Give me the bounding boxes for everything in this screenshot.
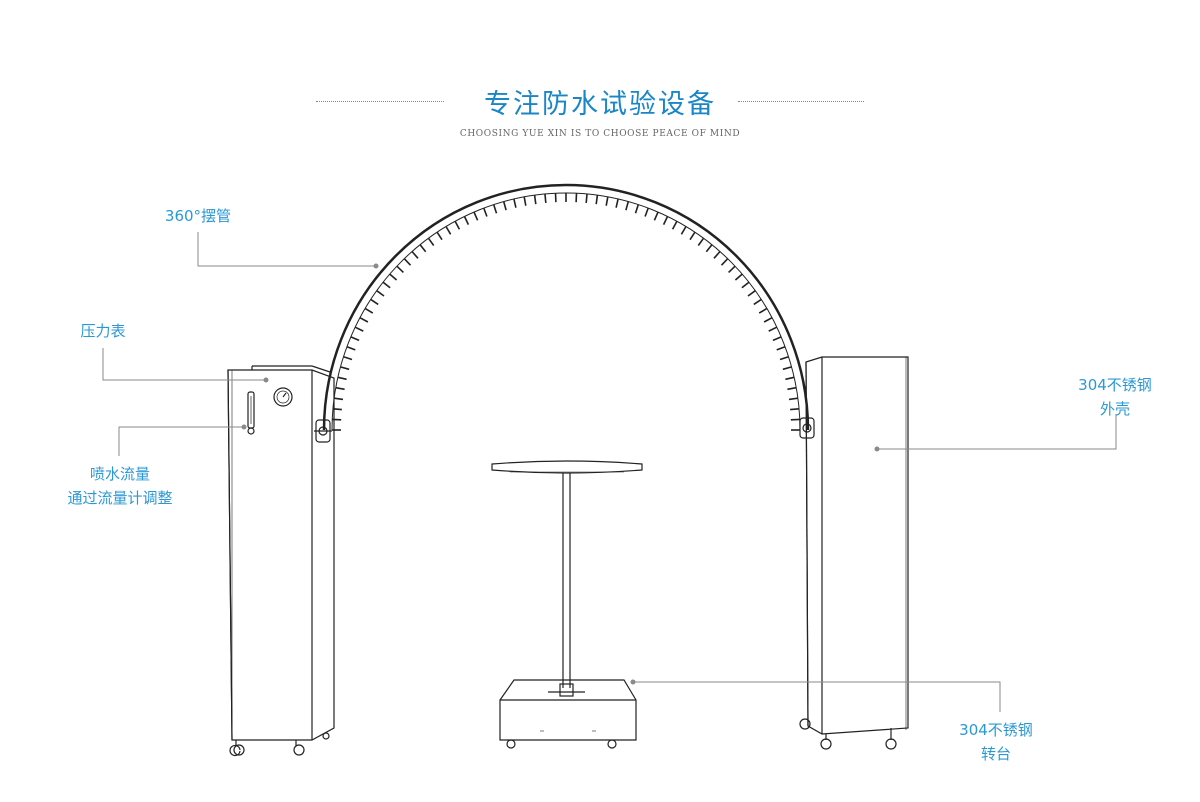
spray-nozzle xyxy=(680,226,687,235)
spray-nozzle xyxy=(644,207,649,217)
spray-nozzle xyxy=(697,237,705,246)
spray-nozzle xyxy=(776,345,786,351)
spray-nozzle xyxy=(625,201,630,211)
spray-nozzle xyxy=(713,250,721,259)
left-cabinet-casters xyxy=(229,732,330,757)
callout-swing-pipe: 360°摆管 xyxy=(164,207,232,225)
callout-shell-line1: 304不锈钢 xyxy=(1078,376,1152,394)
spray-nozzle xyxy=(523,196,527,206)
spray-nozzle xyxy=(741,281,750,289)
callout-turntable-line1: 304不锈钢 xyxy=(959,721,1033,739)
spray-nozzle xyxy=(359,316,369,323)
callout-shell-line2: 外壳 xyxy=(1099,400,1130,418)
callout-turntable-line2: 转台 xyxy=(980,745,1011,763)
title-divider-right xyxy=(738,101,864,102)
spray-nozzle xyxy=(350,336,360,342)
spray-nozzle xyxy=(533,194,537,205)
spray-nozzle xyxy=(753,298,762,306)
spray-nozzle xyxy=(333,397,344,401)
spray-nozzle xyxy=(364,307,374,314)
shell-leader xyxy=(877,414,1117,450)
swing-pipe-leader xyxy=(197,232,376,267)
page-subtitle: CHOOSING YUE XIN IS TO CHOOSE PEACE OF M… xyxy=(459,129,741,139)
spray-nozzle xyxy=(454,220,461,230)
pressure-gauge xyxy=(273,387,293,407)
spray-nozzle xyxy=(720,258,729,266)
spray-nozzle xyxy=(346,345,356,351)
title-divider-left xyxy=(316,101,444,102)
spray-nozzle xyxy=(492,204,498,214)
spray-nozzle xyxy=(790,408,800,411)
spray-nozzle xyxy=(763,316,773,323)
spray-nozzle xyxy=(671,220,678,230)
spray-nozzle xyxy=(411,250,419,259)
spray-nozzle xyxy=(728,265,736,273)
spray-nozzle xyxy=(615,198,619,208)
turntable-leader xyxy=(633,681,1001,712)
spray-nozzle xyxy=(705,244,713,253)
spray-nozzle xyxy=(419,244,427,253)
spray-nozzle xyxy=(337,376,347,381)
spray-nozzle xyxy=(354,326,364,332)
spray-nozzle xyxy=(634,204,640,214)
callout-flow-line2: 通过流量计调整 xyxy=(67,489,173,507)
spray-nozzle xyxy=(389,273,398,281)
spray-nozzle xyxy=(779,356,789,361)
spray-nozzle xyxy=(382,281,391,289)
spray-nozzle xyxy=(768,326,778,332)
page-title: 专注防水试验设备 xyxy=(484,89,716,120)
spray-nozzle xyxy=(376,290,385,297)
spray-nozzle xyxy=(662,216,669,225)
spray-nozzle xyxy=(335,386,345,391)
flow-meter xyxy=(247,391,255,435)
spray-nozzle xyxy=(483,207,488,217)
spray-nozzle xyxy=(502,201,507,211)
pressure-gauge-leader xyxy=(102,348,266,381)
spray-nozzle xyxy=(513,198,517,208)
left-pivot-bracket xyxy=(314,419,332,443)
spray-nozzle xyxy=(340,366,350,371)
spray-nozzle xyxy=(403,258,412,266)
spray-nozzle xyxy=(370,298,379,306)
spray-nozzle xyxy=(585,193,588,203)
leader-endpoints xyxy=(241,263,880,685)
spray-nozzle xyxy=(595,194,599,205)
spray-nozzle xyxy=(343,356,353,361)
leader-lines xyxy=(102,232,1117,712)
spray-nozzle xyxy=(544,193,547,203)
swing-pipe-arc xyxy=(322,183,810,431)
callout-flow-line1: 喷水流量 xyxy=(89,465,150,483)
spray-nozzle xyxy=(427,237,435,246)
spray-nozzle xyxy=(605,196,609,206)
left-control-cabinet xyxy=(227,365,335,741)
spray-nozzle xyxy=(772,336,782,342)
spray-nozzle xyxy=(734,273,743,281)
spray-nozzle xyxy=(785,376,795,381)
spray-nozzle xyxy=(463,216,470,225)
spray-nozzle xyxy=(473,211,479,221)
spray-nozzle xyxy=(788,397,799,401)
rotary-table xyxy=(491,460,643,749)
spray-nozzle xyxy=(653,211,659,221)
spray-nozzle xyxy=(689,231,696,241)
spray-nozzles xyxy=(332,193,800,431)
spray-nozzle xyxy=(396,265,404,273)
spray-nozzle xyxy=(436,231,443,241)
spray-nozzle xyxy=(445,226,452,235)
flow-meter-leader xyxy=(118,426,244,456)
right-cabinet xyxy=(805,356,909,735)
spray-nozzle xyxy=(747,290,756,297)
callout-pressure-gauge: 压力表 xyxy=(80,322,126,340)
right-cabinet-casters xyxy=(799,718,897,750)
spray-nozzle xyxy=(782,366,792,371)
spray-nozzle xyxy=(787,386,797,391)
swing-pipe-inner-arc xyxy=(331,192,801,431)
spray-nozzle xyxy=(758,307,768,314)
